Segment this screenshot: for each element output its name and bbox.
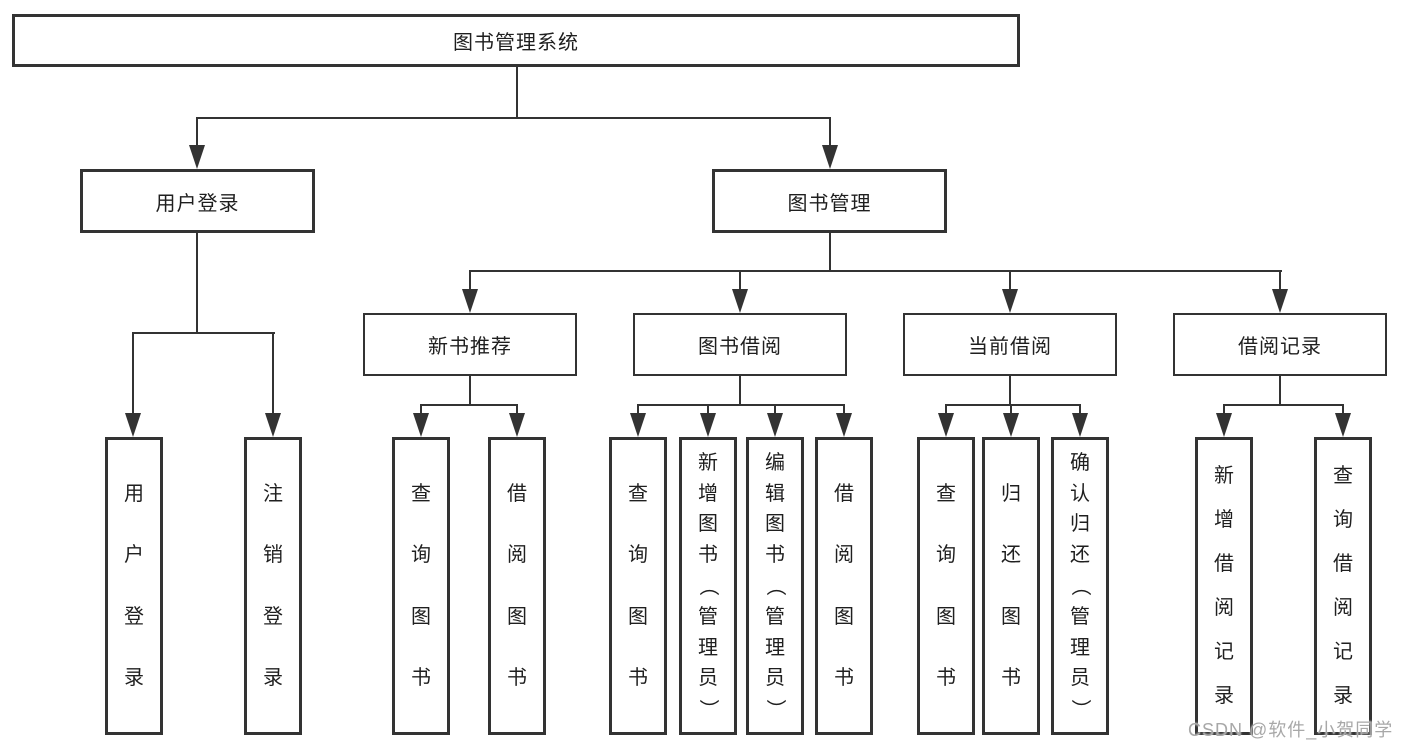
connector-current-borrowing-stem: [1009, 375, 1011, 406]
node-new-book-recommend: 新书推荐: [363, 313, 577, 376]
node-book-management: 图书管理: [712, 169, 947, 233]
node-book-borrowing: 图书借阅: [633, 313, 847, 376]
connector-stem-leaf: [1223, 404, 1225, 415]
leaf-query-books-1: 查询图书: [392, 437, 450, 735]
node-user-login: 用户登录: [80, 169, 315, 233]
connector-stem-user-login: [196, 117, 198, 148]
arrow-down-icon: [1335, 413, 1351, 437]
connector-stem-level3: [1279, 270, 1281, 291]
node-borrow-records-label: 借阅记录: [1238, 336, 1322, 358]
leaf-query-books-3-label: 查询图书: [936, 482, 956, 690]
connector-user-login-hline: [132, 332, 275, 334]
connector-stem-level3: [469, 270, 471, 291]
leaf-user-login-label: 用户登录: [124, 482, 144, 690]
node-new-book-recommend-label: 新书推荐: [428, 336, 512, 358]
connector-stem-leaf: [1342, 404, 1344, 415]
connector-root-stem: [516, 67, 518, 118]
node-borrow-records: 借阅记录: [1173, 313, 1387, 376]
connector-stem-leaf: [707, 404, 709, 415]
connector-stem-level3: [1009, 270, 1011, 291]
leaf-query-books-2: 查询图书: [609, 437, 667, 735]
leaf-add-borrow-record-label: 新增借阅记录: [1214, 465, 1234, 707]
arrow-down-icon: [1272, 289, 1288, 313]
node-book-borrowing-label: 图书借阅: [698, 336, 782, 358]
leaf-query-books-2-label: 查询图书: [628, 482, 648, 690]
connector-user-login-stem: [196, 233, 198, 334]
connector-borrow-records-stem: [1279, 375, 1281, 406]
arrow-down-icon: [462, 289, 478, 313]
arrow-down-icon: [767, 413, 783, 437]
connector-current-borrowing-hline: [945, 404, 1081, 406]
leaf-borrow-books-1: 借阅图书: [488, 437, 546, 735]
arrow-down-icon: [938, 413, 954, 437]
connector-root-hline: [196, 117, 831, 119]
leaf-confirm-return-admin-label: 确认归还（管理员）: [1069, 451, 1091, 720]
arrow-down-icon: [1003, 413, 1019, 437]
leaf-return-books: 归还图书: [982, 437, 1040, 735]
connector-stem-leaf: [774, 404, 776, 415]
arrow-down-icon: [822, 145, 838, 169]
connector-stem-leaf: [1010, 404, 1012, 415]
leaf-borrow-books-2: 借阅图书: [815, 437, 873, 735]
arrow-down-icon: [630, 413, 646, 437]
arrow-down-icon: [509, 413, 525, 437]
leaf-query-books-1-label: 查询图书: [411, 482, 431, 690]
leaf-add-book-admin: 新增图书（管理员）: [679, 437, 737, 735]
leaf-confirm-return-admin: 确认归还（管理员）: [1051, 437, 1109, 735]
arrow-down-icon: [700, 413, 716, 437]
leaf-add-borrow-record: 新增借阅记录: [1195, 437, 1253, 735]
connector-stem-leaf: [843, 404, 845, 415]
arrow-down-icon: [836, 413, 852, 437]
connector-new-book-hline: [420, 404, 518, 406]
connector-borrow-records-hline: [1223, 404, 1344, 406]
leaf-user-login: 用户登录: [105, 437, 163, 735]
arrow-down-icon: [1072, 413, 1088, 437]
leaf-return-books-label: 归还图书: [1001, 482, 1021, 690]
connector-book-borrowing-hline: [637, 404, 845, 406]
arrow-down-icon: [265, 413, 281, 437]
arrow-down-icon: [413, 413, 429, 437]
node-user-login-label: 用户登录: [155, 192, 240, 215]
leaf-add-book-admin-label: 新增图书（管理员）: [697, 451, 719, 720]
leaf-edit-book-admin: 编辑图书（管理员）: [746, 437, 804, 735]
arrow-down-icon: [189, 145, 205, 169]
connector-stem-leaf: [516, 404, 518, 415]
leaf-query-books-3: 查询图书: [917, 437, 975, 735]
node-root-system: 图书管理系统: [12, 14, 1020, 67]
leaf-query-borrow-record: 查询借阅记录: [1314, 437, 1372, 735]
connector-stem-leaf: [132, 332, 134, 415]
node-book-management-label: 图书管理: [787, 192, 872, 215]
node-current-borrowing-label: 当前借阅: [968, 336, 1052, 358]
csdn-watermark: CSDN @软件_小贺同学: [1188, 720, 1394, 740]
connector-book-management-stem: [829, 233, 831, 272]
connector-stem-leaf: [945, 404, 947, 415]
leaf-logout-login: 注销登录: [244, 437, 302, 735]
connector-stem-leaf: [272, 332, 274, 415]
connector-book-borrowing-stem: [739, 375, 741, 406]
node-current-borrowing: 当前借阅: [903, 313, 1117, 376]
connector-stem-leaf: [1079, 404, 1081, 415]
connector-stem-book-management: [829, 117, 831, 148]
connector-new-book-stem: [469, 375, 471, 406]
connector-level3-hline: [469, 270, 1282, 272]
arrow-down-icon: [125, 413, 141, 437]
connector-stem-leaf: [637, 404, 639, 415]
arrow-down-icon: [1002, 289, 1018, 313]
connector-stem-level3: [739, 270, 741, 291]
leaf-query-borrow-record-label: 查询借阅记录: [1333, 465, 1353, 707]
connector-stem-leaf: [420, 404, 422, 415]
leaf-borrow-books-2-label: 借阅图书: [834, 482, 854, 690]
arrow-down-icon: [732, 289, 748, 313]
leaf-borrow-books-1-label: 借阅图书: [507, 482, 527, 690]
arrow-down-icon: [1216, 413, 1232, 437]
leaf-edit-book-admin-label: 编辑图书（管理员）: [764, 451, 786, 720]
leaf-logout-login-label: 注销登录: [263, 482, 283, 690]
node-root-label: 图书管理系统: [453, 32, 579, 54]
